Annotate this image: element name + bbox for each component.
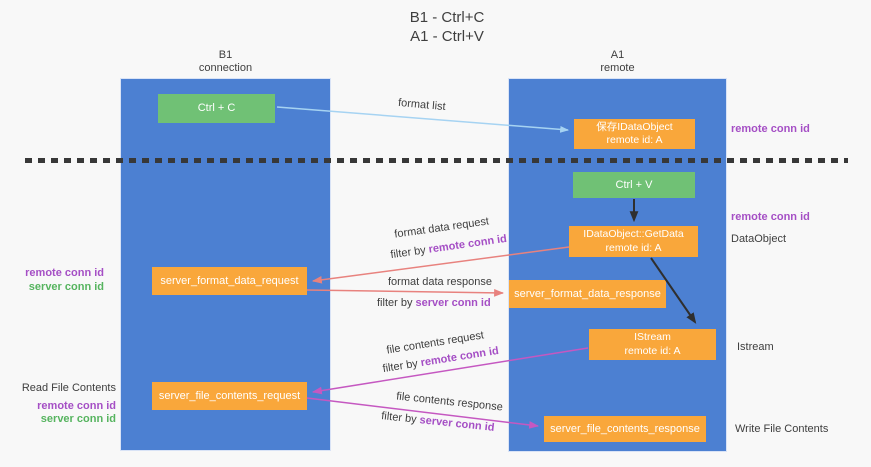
node-ctrl-c: Ctrl + C [158, 94, 275, 123]
node-ctrl-c-label: Ctrl + C [197, 102, 236, 114]
node-save-idataobject: 保存IDataObject remote id: A [574, 119, 695, 149]
edge-label-filter-by-server-2: filter by server conn id [381, 410, 495, 434]
node-getdata-line1: IDataObject::GetData [583, 228, 684, 240]
side-label-write-file-contents: Write File Contents [735, 423, 829, 435]
node-ctrl-v-label: Ctrl + V [615, 178, 653, 191]
remote-conn-id-text: remote conn id [427, 232, 508, 256]
filter-by-text: filter by [380, 410, 421, 427]
filter-by-text: filter by [377, 297, 416, 309]
side-label-istream: Istream [737, 341, 774, 353]
side-label-read-file-block: Read File Contents remote conn id server… [0, 382, 116, 427]
node-server-file-contents-response: server_file_contents_response [544, 416, 706, 442]
edge-label-file-contents-response: file contents response [395, 390, 504, 414]
server-conn-id-text: server conn id [415, 297, 491, 309]
lane-header-a1: A1 remote [508, 49, 727, 75]
node-server-format-data-request-label: server_format_data_request [160, 274, 299, 287]
arrow-format-data-response [306, 288, 505, 297]
side-label-remote-conn-id-mid: remote conn id [731, 211, 810, 223]
node-server-format-data-response-label: server_format_data_response [514, 287, 661, 300]
edge-label-format-list: format list [397, 96, 447, 114]
side-label-read-file-contents: Read File Contents [21, 382, 116, 394]
node-ctrl-v: Ctrl + V [573, 172, 695, 198]
lane-b1-name: B1 [218, 49, 233, 61]
node-idataobject-getdata: IDataObject::GetData remote id: A [569, 226, 698, 257]
node-server-format-data-request: server_format_data_request [152, 267, 307, 295]
lane-b1-subtitle: connection [198, 62, 253, 74]
side-label-dataobject: DataObject [731, 233, 787, 245]
title-line-2: A1 - Ctrl+V [410, 28, 484, 45]
lane-header-b1: B1 connection [120, 49, 331, 75]
side-label-conn-ids-format: remote conn id server conn id [0, 266, 104, 294]
title-line-1: B1 - Ctrl+C [409, 9, 485, 26]
side-label-remote-conn-id-left-2: remote conn id [37, 399, 116, 412]
lane-a1-subtitle: remote [600, 62, 635, 74]
node-istream-line1: IStream [634, 331, 671, 343]
diagram-title: B1 - Ctrl+C A1 - Ctrl+V [307, 8, 587, 46]
node-server-file-contents-response-label: server_file_contents_response [550, 422, 700, 435]
node-server-file-contents-request-label: server_file_contents_request [158, 389, 301, 402]
dashed-separator [25, 158, 848, 163]
server-conn-id-text: server conn id [418, 414, 496, 434]
filter-by-text: filter by [381, 357, 422, 376]
node-istream-line2: remote id: A [624, 344, 681, 357]
node-server-file-contents-request: server_file_contents_request [152, 382, 307, 410]
side-label-remote-conn-id-top: remote conn id [731, 123, 810, 135]
node-server-format-data-response: server_format_data_response [509, 280, 666, 308]
edge-label-format-data-response: format data response [388, 276, 492, 288]
node-save-idataobject-line1: 保存IDataObject [596, 120, 673, 133]
filter-by-text: filter by [389, 243, 430, 262]
node-getdata-line2: remote id: A [605, 241, 662, 254]
side-label-server-conn-id-left-1: server conn id [28, 281, 104, 293]
edge-label-filter-by-server-1: filter by server conn id [377, 297, 491, 309]
node-save-idataobject-line2: remote id: A [606, 134, 663, 146]
lane-a1-name: A1 [610, 49, 625, 61]
side-label-remote-conn-id-left-1: remote conn id [25, 267, 104, 279]
side-label-server-conn-id-left-2: server conn id [40, 413, 116, 425]
node-istream: IStream remote id: A [589, 329, 716, 360]
